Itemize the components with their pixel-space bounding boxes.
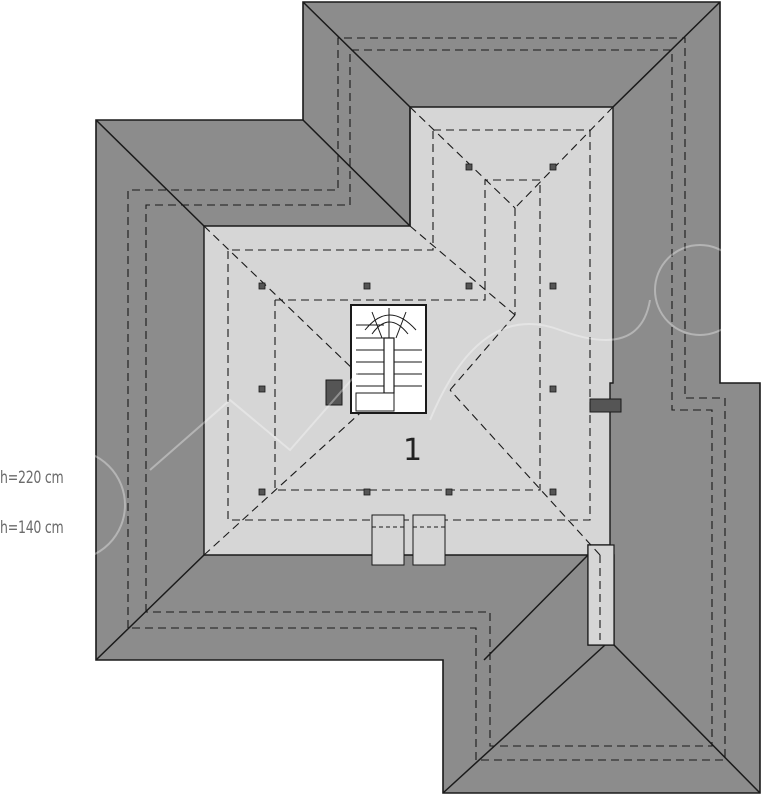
vent-icon (589, 398, 622, 413)
stair-icon (350, 304, 427, 414)
room-number: 1 (403, 433, 422, 468)
height-label-220: h=220 cm (0, 468, 64, 488)
roof-ridges (95, 1, 761, 794)
height-label-140: h=140 cm (0, 518, 64, 538)
skylight-icon (371, 514, 446, 566)
eaves-dashed-line-inner (145, 49, 713, 747)
floor-strip (587, 544, 615, 646)
internal-dashed-lines (203, 106, 614, 640)
eaves-dashed-line (127, 37, 726, 761)
chimney-icon (325, 379, 343, 406)
watermark-logo (14, 244, 746, 561)
post-markers (258, 163, 557, 496)
